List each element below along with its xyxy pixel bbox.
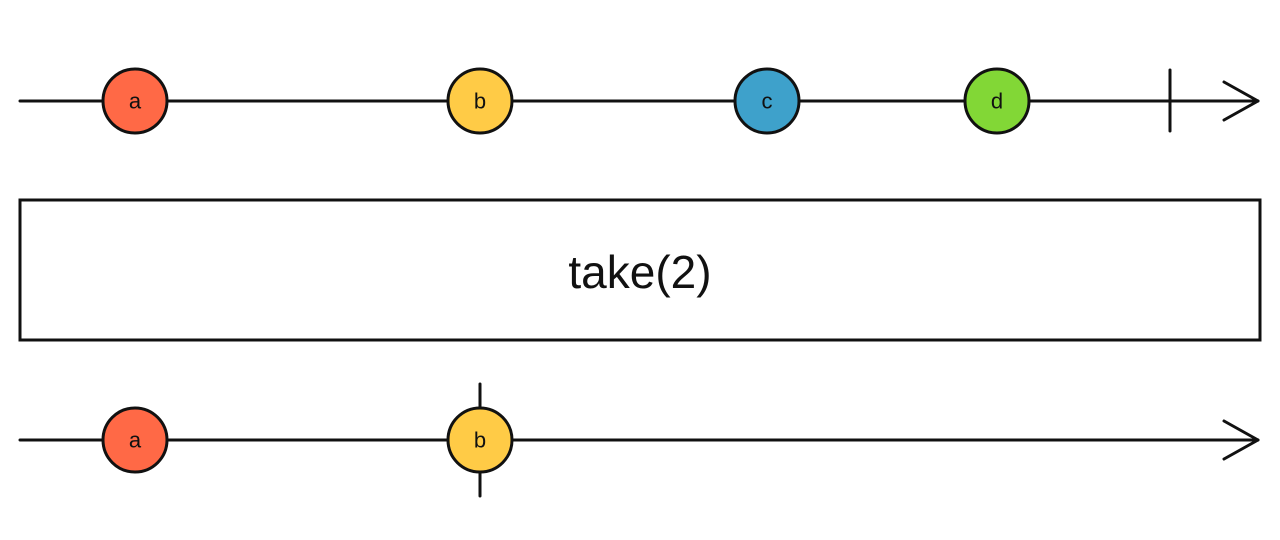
output-marble-a-label: a — [129, 428, 142, 453]
input-marble-a: a — [101, 67, 169, 135]
output-marble-b-label: b — [474, 428, 486, 453]
output-marble-b-circle — [446, 406, 514, 474]
input-marble-b: b — [446, 67, 514, 135]
input-marble-c-label: c — [762, 89, 773, 114]
input-marble-b-label: b — [474, 89, 486, 114]
input-marble-c-circle — [733, 67, 801, 135]
operator-label: take(2) — [568, 246, 711, 298]
input-marble-d-label: d — [991, 89, 1003, 114]
output-stream: a b — [18, 382, 1260, 498]
input-marble-d: d — [963, 67, 1031, 135]
input-marble-b-circle — [446, 67, 514, 135]
input-marble-d-circle — [963, 67, 1031, 135]
output-arrowhead — [1222, 419, 1260, 461]
input-marble-a-label: a — [129, 89, 142, 114]
input-marble-c: c — [733, 67, 801, 135]
input-stream: a b c d — [18, 67, 1260, 135]
output-marble-a-circle — [101, 406, 169, 474]
operator: take(2) — [18, 198, 1262, 342]
output-marble-a: a — [101, 406, 169, 474]
output-marble-b: b — [446, 406, 514, 474]
input-marble-a-circle — [101, 67, 169, 135]
input-arrowhead — [1222, 80, 1260, 122]
operator-box — [18, 198, 1262, 342]
